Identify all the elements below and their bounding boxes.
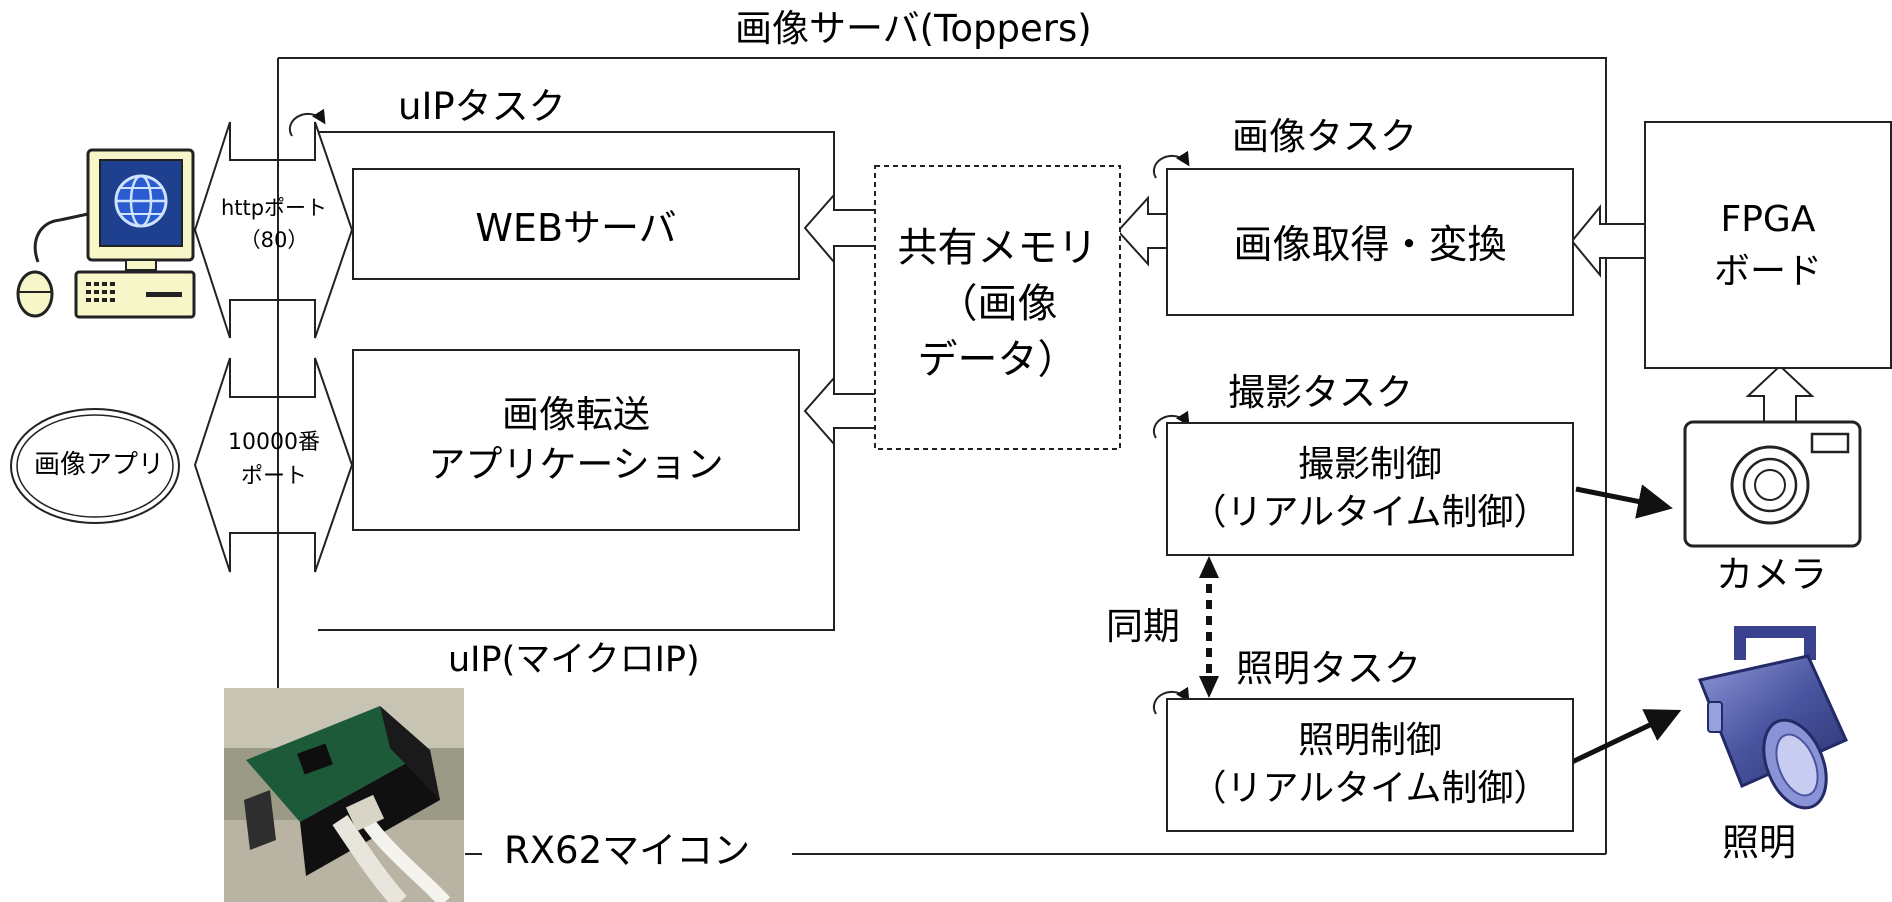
camera-icon: [1683, 420, 1862, 548]
image-capture-box: 画像取得・変換: [1166, 168, 1574, 316]
arrow-camera-to-fpga: [1745, 364, 1815, 427]
web-server-label: WEBサーバ: [475, 205, 677, 250]
spotlight-icon: [1697, 626, 1848, 810]
computer-icon: [16, 148, 196, 319]
light-control-box: 照明制御 （リアルタイム制御）: [1166, 698, 1574, 832]
shared-memory-label-2: （画像: [937, 281, 1058, 327]
http-port-label-2: （80）: [239, 228, 309, 252]
arrow-to-light: [1570, 709, 1682, 765]
rx62-label: RX62マイコン: [504, 829, 751, 872]
self-loop-icon: [1152, 410, 1190, 439]
uip-stack-label: uIP(マイクロIP): [448, 640, 700, 680]
web-server-box: WEBサーバ: [352, 168, 800, 280]
fpga-box: [1644, 121, 1892, 369]
arrow-to-camera: [1575, 484, 1673, 519]
image-task-label: 画像タスク: [1232, 115, 1417, 158]
light-control-label-1: 照明制御: [1297, 720, 1442, 761]
shared-memory-text: 共有メモリ （画像 データ）: [877, 220, 1118, 388]
shared-memory-label-3: データ）: [917, 337, 1078, 383]
server-frame: [278, 57, 1607, 854]
sync-label: 同期: [1106, 605, 1180, 648]
shared-memory-box: [874, 165, 1121, 450]
light-task-label: 照明タスク: [1236, 647, 1421, 690]
server-title: 画像サーバ(Toppers): [735, 7, 1092, 50]
app-port-text: 10000番 ポート: [196, 426, 352, 494]
light-label: 照明: [1722, 821, 1796, 864]
arrow-capture-to-mem: [1116, 195, 1169, 267]
light-control-label-2: （リアルタイム制御）: [1190, 768, 1550, 809]
fpga-text: FPGA ボード: [1647, 194, 1889, 298]
board-photo: [224, 688, 464, 902]
fpga-label-2: ボード: [1713, 251, 1822, 292]
sync-arrowhead-bottom: [1199, 676, 1219, 698]
self-loop-icon: [288, 108, 326, 137]
app-port-label-1: 10000番: [228, 430, 320, 455]
arrow-fpga-to-capture: [1570, 204, 1646, 278]
image-capture-label: 画像取得・変換: [1233, 223, 1507, 268]
shoot-control-box: 撮影制御 （リアルタイム制御）: [1166, 422, 1574, 556]
image-app-ellipse: [10, 408, 180, 524]
http-port-label-1: httpポート: [220, 196, 328, 220]
image-transfer-box: 画像転送 アプリケーション: [352, 349, 800, 531]
fpga-label-1: FPGA: [1720, 199, 1816, 240]
uip-task-label: uIPタスク: [398, 85, 566, 128]
shoot-control-label-1: 撮影制御: [1297, 444, 1442, 485]
self-loop-icon: [1152, 150, 1190, 179]
image-transfer-label-2: アプリケーション: [428, 443, 724, 486]
app-port-arrow: [193, 357, 354, 573]
sync-arrowhead-top: [1199, 556, 1219, 578]
shoot-task-label: 撮影タスク: [1228, 371, 1413, 414]
camera-label: カメラ: [1716, 553, 1827, 596]
http-port-text: httpポート （80）: [196, 192, 352, 256]
image-app-ellipse-inner: [16, 414, 174, 518]
image-app-label: 画像アプリ: [34, 450, 165, 480]
app-port-label-2: ポート: [240, 464, 307, 489]
self-loop-icon: [1152, 686, 1190, 715]
http-port-arrow: [193, 121, 354, 339]
shoot-control-label-2: （リアルタイム制御）: [1190, 492, 1550, 533]
shared-memory-label-1: 共有メモリ: [897, 225, 1098, 271]
image-transfer-label-1: 画像転送: [502, 393, 650, 436]
